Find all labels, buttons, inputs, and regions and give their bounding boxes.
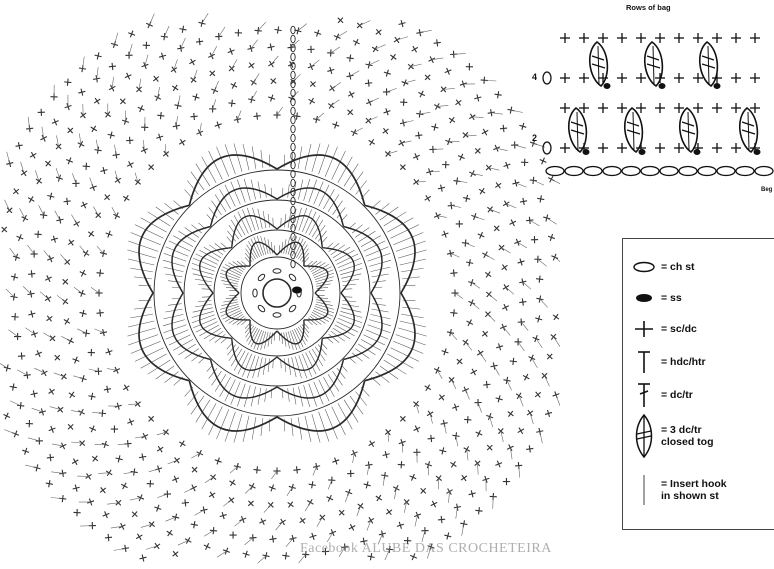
legend-label: = ch st [661,261,695,273]
circular-motif-diagram [0,0,560,569]
legend-label: = ss [661,292,682,304]
motif-stitches [0,13,560,563]
legend-item-half-double: = hdc/htr [629,349,706,375]
row-number-label: 2 [532,133,537,143]
legend-item-single-crochet: = sc/dc [629,319,697,339]
stitch-legend: = ch st = ss = sc/dc = hdc/htr = dc/tr [622,238,774,530]
legend-item-cluster: = 3 dc/tr closed tog [629,413,714,459]
stitch-chart-marks [543,33,773,176]
insert-hook-icon [629,473,659,507]
legend-label: = hdc/htr [661,356,706,368]
legend-label: = sc/dc [661,323,697,335]
legend-item-slip-stitch: = ss [629,292,682,304]
single-crochet-cross-icon [629,319,659,339]
chain-oval-icon [629,261,659,273]
slip-stitch-icon [629,292,659,304]
double-crochet-icon [629,381,659,409]
legend-label: = Insert hook in shown st [661,478,727,502]
watermark-text: Facebook ALUBE DAS CROCHETEIRA [300,541,552,557]
half-double-crochet-icon [629,349,659,375]
beginning-label: Beg [761,187,772,193]
row-number-label: 4 [532,72,537,82]
stitch-chart-title: Rows of bag [626,3,671,12]
cluster-3dc-icon [629,413,659,459]
legend-item-double: = dc/tr [629,381,693,409]
legend-item-insert-hook: = Insert hook in shown st [629,473,727,507]
legend-label: = dc/tr [661,389,693,401]
legend-item-chain: = ch st [629,261,695,273]
legend-label: = 3 dc/tr closed tog [661,424,714,448]
stitch-rows-chart [535,0,774,200]
